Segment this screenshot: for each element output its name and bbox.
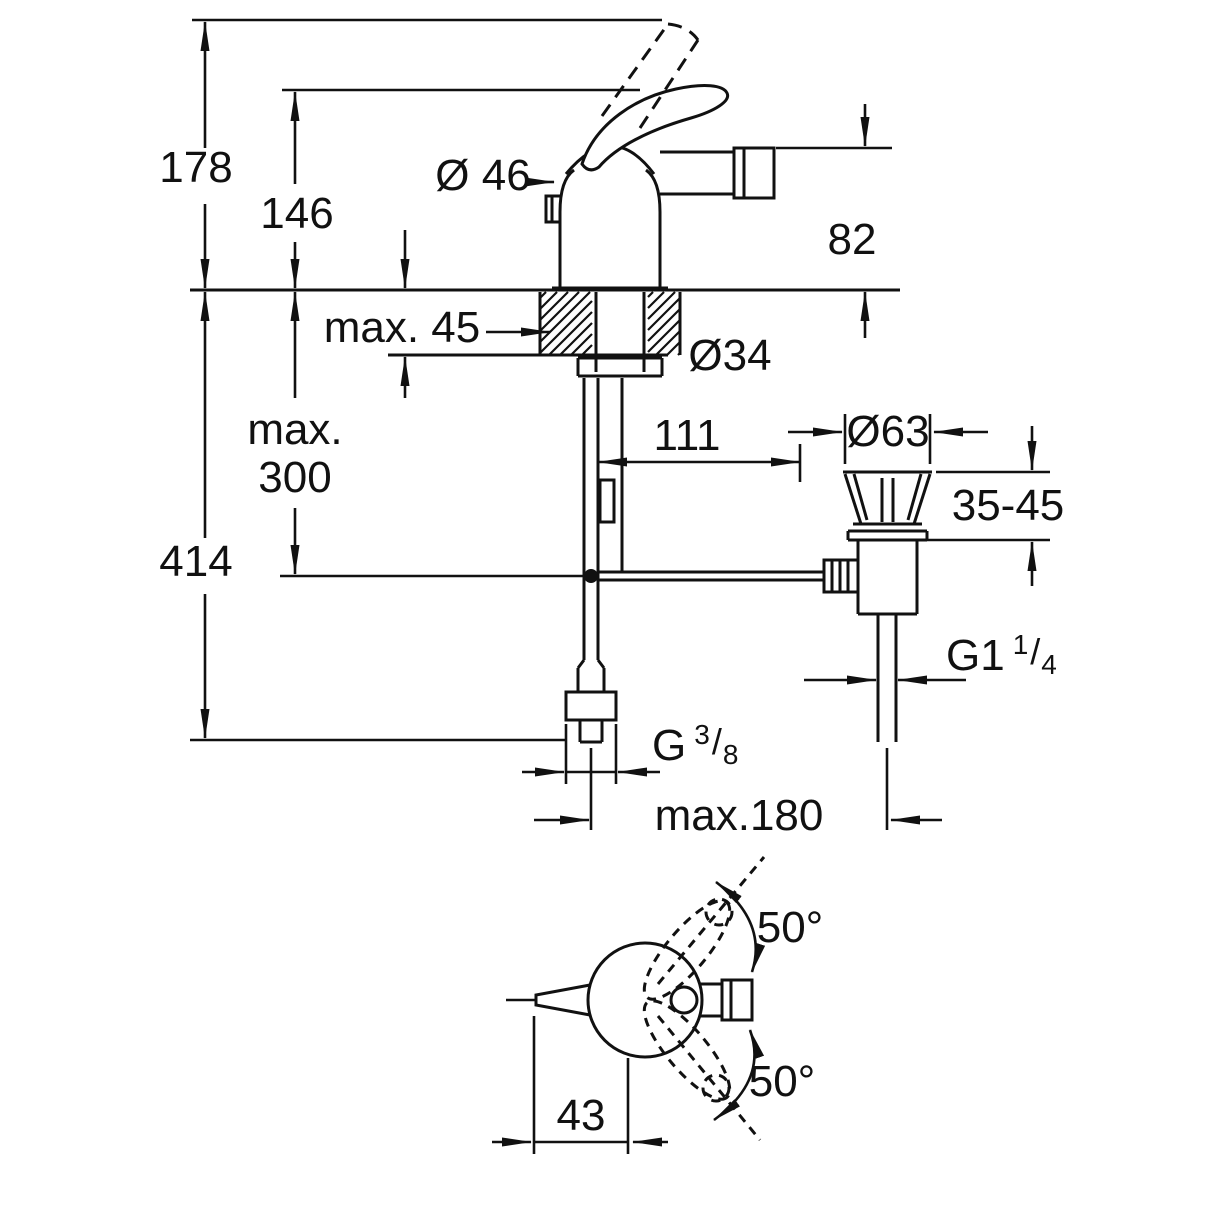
dim-414-label: 414 <box>159 537 232 586</box>
dimension-angle-bottom-50: 50° <box>713 1029 816 1122</box>
dimension-82: 82 <box>828 104 877 338</box>
dim-111-label: 111 <box>654 411 721 460</box>
dimension-111: 111 <box>597 411 801 467</box>
rod-pivot-dot <box>584 569 598 583</box>
dimension-178: 178 <box>159 21 233 289</box>
handle-raised-position-dashed <box>600 22 700 129</box>
angle-top-label: 50° <box>757 903 824 952</box>
mounting-surface-hatch <box>538 291 682 356</box>
dim-146-label: 146 <box>260 189 333 238</box>
reference-lines <box>190 18 1050 1154</box>
handle-lever <box>580 84 730 172</box>
cartridge-circle <box>669 985 699 1015</box>
dim-43-label: 43 <box>557 1091 606 1140</box>
dimension-max-300: max. 300 <box>247 291 343 575</box>
dimension-414: 414 <box>159 291 233 739</box>
max-180-label: max.180 <box>655 791 824 840</box>
max-45-label: max. 45 <box>324 303 481 352</box>
faucet-side-view <box>544 22 776 290</box>
dim-82-label: 82 <box>828 215 877 264</box>
spout-outlet-top <box>720 978 754 1022</box>
dimension-146: 146 <box>260 91 334 289</box>
dia-34-label: Ø34 <box>688 331 771 380</box>
hose-connector <box>598 478 616 524</box>
dimension-dia-63: Ø63 <box>788 407 988 456</box>
dimension-max-180: max.180 <box>534 791 942 840</box>
dim-max300-label-line2: 300 <box>258 453 331 502</box>
dimension-43: 43 <box>492 1091 668 1147</box>
handle-top-view <box>534 983 591 1017</box>
drain-assembly <box>822 470 932 742</box>
dia-46-label: Ø 46 <box>435 151 530 200</box>
supply-hoses-and-shank <box>564 292 824 744</box>
dimension-dia-46: Ø 46 <box>435 151 555 200</box>
body-outline-top <box>586 941 704 1059</box>
dimension-angle-top-50: 50° <box>715 880 824 973</box>
range-35-45-label: 35-45 <box>952 481 1065 530</box>
faucet-top-view <box>506 856 766 1141</box>
angle-bottom-label: 50° <box>749 1057 816 1106</box>
dia-63-label: Ø63 <box>846 407 929 456</box>
dim-max300-label-line1: max. <box>247 405 342 454</box>
spout-outlet <box>732 146 776 200</box>
g38-nut <box>564 690 618 722</box>
dimension-35-45: 35-45 <box>952 426 1065 586</box>
dimension-dia-34: Ø34 <box>688 331 771 380</box>
dim-178-label: 178 <box>159 143 232 192</box>
dimension-max-45: max. 45 <box>324 230 551 398</box>
